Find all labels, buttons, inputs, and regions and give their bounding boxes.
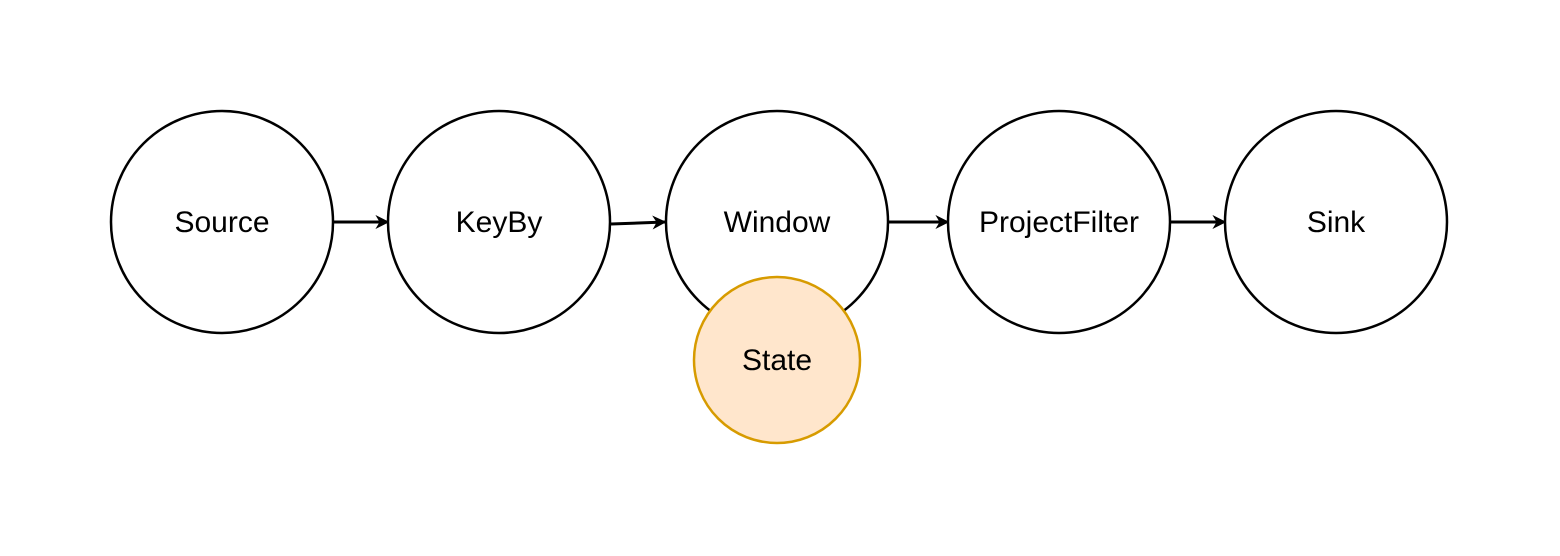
node-keyby-label: KeyBy [456,206,543,239]
node-state[interactable]: State [692,275,862,445]
node-keyby[interactable]: KeyBy [386,109,612,335]
edge-keyby-window [610,215,667,230]
node-sink-circle [1223,109,1449,335]
node-projectfilter-circle [946,109,1172,335]
node-source-label: Source [174,206,269,239]
node-source-circle [109,109,335,335]
node-state-circle [692,275,862,445]
node-sink-label: Sink [1307,206,1366,239]
node-sink[interactable]: Sink [1223,109,1449,335]
node-window-label: Window [724,206,831,239]
node-keyby-circle [386,109,612,335]
node-projectfilter-label: ProjectFilter [979,206,1139,239]
node-projectfilter[interactable]: ProjectFilter [946,109,1172,335]
node-state-label: State [742,344,812,377]
edges [334,215,1227,230]
node-source[interactable]: Source [109,109,335,335]
